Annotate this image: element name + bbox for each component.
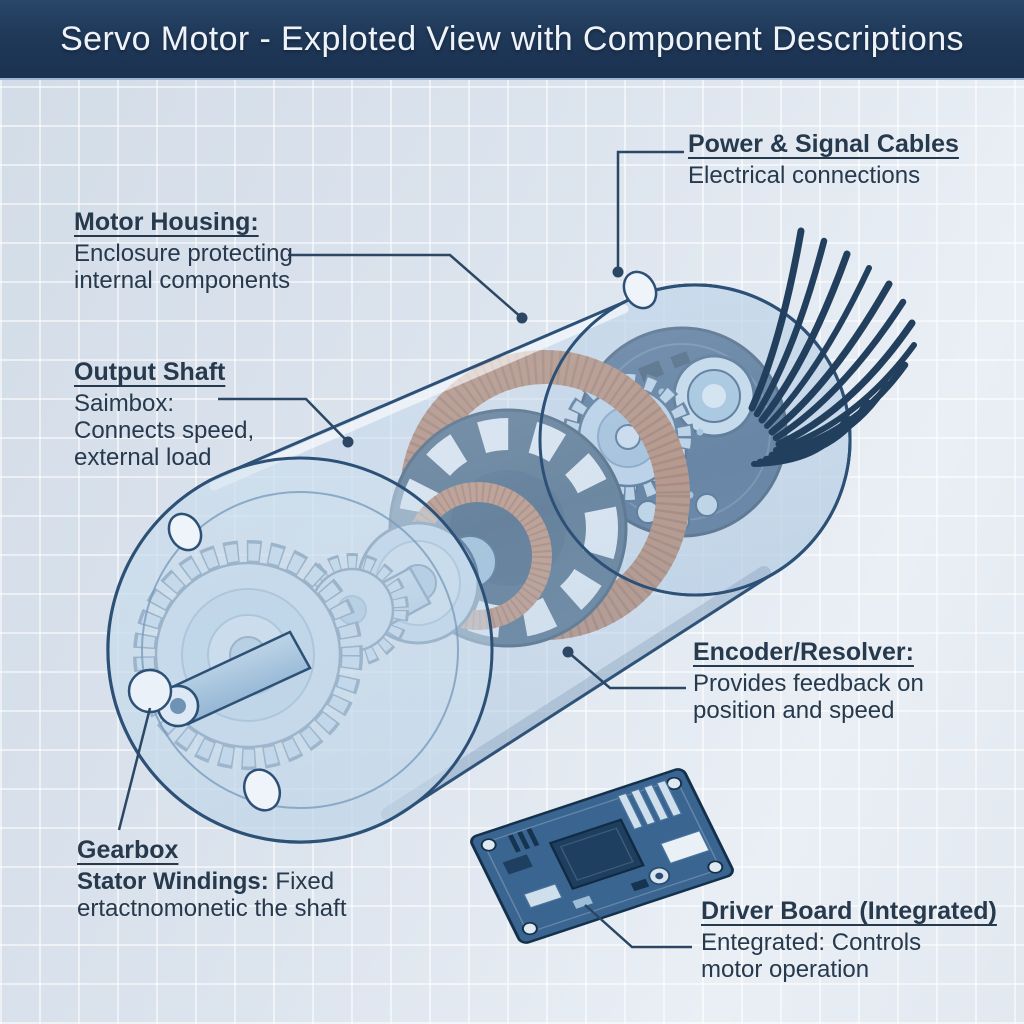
- driver-board-graphic: [470, 768, 734, 944]
- label-gearbox: Gearbox Stator Windings: Fixed ertactnom…: [77, 836, 347, 923]
- label-encoder: Encoder/Resolver: Provides feedback on p…: [693, 638, 924, 725]
- leader-motor-housing: [288, 253, 523, 319]
- output-shaft-graphic: [127, 630, 312, 728]
- leader-lines: [117, 150, 692, 949]
- label-gearbox-desc-1-rest: Fixed: [268, 868, 335, 895]
- label-motor-housing-title: Motor Housing:: [74, 208, 259, 236]
- label-motor-housing-desc-2: internal components: [74, 267, 291, 294]
- label-gearbox-desc-1: Stator Windings: Fixed: [77, 868, 346, 895]
- label-power-cables-title: Power & Signal Cables: [688, 130, 959, 158]
- label-output-shaft-title: Output Shaft: [74, 358, 226, 386]
- leader-power-cables: [616, 150, 684, 272]
- label-encoder-title: Encoder/Resolver:: [693, 638, 914, 666]
- leader-output-shaft: [218, 397, 349, 443]
- label-gearbox-desc-2: ertactnomonetic the shaft: [77, 895, 347, 922]
- label-power-cables-desc: Electrical connections: [688, 162, 921, 189]
- label-encoder-desc-1: Provides feedback on: [693, 670, 924, 697]
- label-output-shaft-desc-1: Saimbox:: [74, 390, 175, 417]
- motor-housing-graphic: [106, 270, 852, 844]
- label-motor-housing: Motor Housing: Enclosure protecting inte…: [74, 208, 293, 295]
- leader-driver-board: [584, 904, 692, 949]
- label-output-shaft-desc-3: external load: [74, 444, 212, 471]
- label-gearbox-desc-1-bold: Stator Windings:: [77, 868, 269, 895]
- label-encoder-desc-2: position and speed: [693, 697, 895, 724]
- title-bar: Servo Motor - Exploted View with Compone…: [0, 0, 1024, 80]
- label-driver-board-desc-2: motor operation: [701, 956, 870, 983]
- label-driver-board: Driver Board (Integrated) Entegrated: Co…: [701, 897, 997, 984]
- label-driver-board-desc-1: Entegrated: Controls: [701, 929, 922, 956]
- power-cables-graphic: [748, 227, 917, 467]
- page-title: Servo Motor - Exploted View with Compone…: [60, 19, 964, 58]
- label-output-shaft: Output Shaft Saimbox: Connects speed, ex…: [74, 358, 255, 472]
- leader-encoder: [567, 651, 686, 690]
- leader-gearbox: [117, 707, 152, 831]
- label-output-shaft-desc-2: Connects speed,: [74, 417, 255, 444]
- label-gearbox-title: Gearbox: [77, 836, 179, 864]
- label-power-cables: Power & Signal Cables Electrical connect…: [688, 130, 959, 190]
- label-driver-board-title: Driver Board (Integrated): [701, 897, 997, 925]
- label-motor-housing-desc-1: Enclosure protecting: [74, 240, 293, 267]
